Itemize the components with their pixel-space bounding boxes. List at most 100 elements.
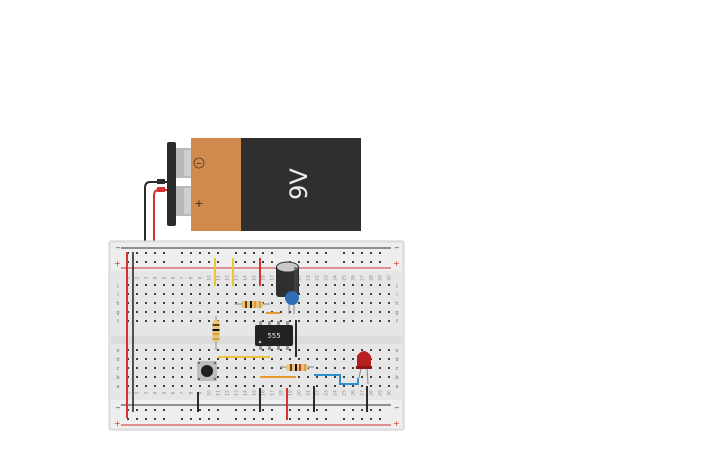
breadboard-hole[interactable] [289, 320, 291, 322]
breadboard-hole[interactable] [352, 320, 354, 322]
breadboard-hole[interactable] [199, 302, 201, 304]
breadboard-hole[interactable] [154, 358, 156, 360]
breadboard-hole[interactable] [226, 293, 228, 295]
breadboard-hole[interactable] [190, 358, 192, 360]
breadboard-hole[interactable] [352, 409, 354, 411]
breadboard-hole[interactable] [271, 367, 273, 369]
breadboard-hole[interactable] [145, 358, 147, 360]
battery-9v[interactable]: − + 9V [167, 138, 361, 231]
breadboard-hole[interactable] [325, 367, 327, 369]
breadboard-hole[interactable] [208, 261, 210, 263]
breadboard-hole[interactable] [235, 302, 237, 304]
breadboard-hole[interactable] [352, 358, 354, 360]
ic-555-timer[interactable]: 555 [255, 321, 293, 350]
breadboard-hole[interactable] [190, 409, 192, 411]
breadboard-hole[interactable] [325, 418, 327, 420]
breadboard-hole[interactable] [145, 261, 147, 263]
breadboard-hole[interactable] [325, 385, 327, 387]
breadboard-hole[interactable] [298, 261, 300, 263]
breadboard-hole[interactable] [280, 349, 282, 351]
breadboard-hole[interactable] [226, 302, 228, 304]
breadboard-hole[interactable] [181, 385, 183, 387]
breadboard-hole[interactable] [136, 311, 138, 313]
breadboard-hole[interactable] [280, 358, 282, 360]
breadboard-hole[interactable] [361, 418, 363, 420]
breadboard-hole[interactable] [307, 311, 309, 313]
breadboard-hole[interactable] [262, 349, 264, 351]
breadboard-hole[interactable] [370, 385, 372, 387]
breadboard-hole[interactable] [361, 302, 363, 304]
breadboard-hole[interactable] [190, 284, 192, 286]
breadboard-hole[interactable] [316, 358, 318, 360]
breadboard-hole[interactable] [352, 367, 354, 369]
breadboard-hole[interactable] [244, 418, 246, 420]
breadboard-hole[interactable] [145, 409, 147, 411]
breadboard-hole[interactable] [343, 418, 345, 420]
breadboard-hole[interactable] [163, 376, 165, 378]
breadboard-hole[interactable] [217, 358, 219, 360]
breadboard-hole[interactable] [199, 385, 201, 387]
breadboard-hole[interactable] [136, 367, 138, 369]
breadboard-hole[interactable] [163, 284, 165, 286]
breadboard-hole[interactable] [163, 252, 165, 254]
breadboard-hole[interactable] [289, 385, 291, 387]
breadboard-hole[interactable] [289, 311, 291, 313]
breadboard-hole[interactable] [163, 385, 165, 387]
breadboard-hole[interactable] [253, 349, 255, 351]
breadboard-hole[interactable] [235, 376, 237, 378]
breadboard-hole[interactable] [316, 376, 318, 378]
breadboard-hole[interactable] [298, 349, 300, 351]
breadboard-hole[interactable] [235, 385, 237, 387]
breadboard-hole[interactable] [190, 385, 192, 387]
breadboard-hole[interactable] [379, 376, 381, 378]
breadboard-hole[interactable] [316, 418, 318, 420]
breadboard-hole[interactable] [217, 376, 219, 378]
breadboard-hole[interactable] [172, 284, 174, 286]
resistor-horizontal-top[interactable] [235, 301, 270, 308]
breadboard-hole[interactable] [244, 311, 246, 313]
breadboard-hole[interactable] [343, 302, 345, 304]
breadboard-hole[interactable] [208, 418, 210, 420]
breadboard-hole[interactable] [379, 358, 381, 360]
breadboard-hole[interactable] [325, 284, 327, 286]
breadboard-hole[interactable] [244, 409, 246, 411]
breadboard-hole[interactable] [262, 320, 264, 322]
breadboard-hole[interactable] [379, 293, 381, 295]
breadboard-hole[interactable] [154, 302, 156, 304]
breadboard-hole[interactable] [163, 302, 165, 304]
breadboard-hole[interactable] [307, 320, 309, 322]
breadboard-hole[interactable] [370, 311, 372, 313]
breadboard-hole[interactable] [316, 302, 318, 304]
breadboard-hole[interactable] [343, 349, 345, 351]
breadboard-hole[interactable] [217, 302, 219, 304]
breadboard-hole[interactable] [136, 320, 138, 322]
breadboard-hole[interactable] [388, 385, 390, 387]
breadboard-hole[interactable] [379, 409, 381, 411]
breadboard-hole[interactable] [136, 284, 138, 286]
breadboard-hole[interactable] [145, 418, 147, 420]
breadboard-hole[interactable] [352, 284, 354, 286]
breadboard-hole[interactable] [271, 349, 273, 351]
breadboard-hole[interactable] [136, 252, 138, 254]
breadboard-hole[interactable] [262, 367, 264, 369]
breadboard-hole[interactable] [379, 311, 381, 313]
breadboard-hole[interactable] [307, 409, 309, 411]
breadboard-hole[interactable] [208, 385, 210, 387]
breadboard-hole[interactable] [343, 293, 345, 295]
breadboard-hole[interactable] [271, 302, 273, 304]
breadboard-hole[interactable] [208, 358, 210, 360]
breadboard-hole[interactable] [181, 261, 183, 263]
breadboard-hole[interactable] [235, 367, 237, 369]
breadboard-hole[interactable] [154, 252, 156, 254]
breadboard-hole[interactable] [343, 252, 345, 254]
breadboard-hole[interactable] [181, 376, 183, 378]
breadboard-hole[interactable] [253, 311, 255, 313]
breadboard-hole[interactable] [316, 284, 318, 286]
breadboard-hole[interactable] [262, 284, 264, 286]
breadboard-hole[interactable] [190, 293, 192, 295]
breadboard-hole[interactable] [343, 409, 345, 411]
breadboard-hole[interactable] [334, 293, 336, 295]
breadboard-hole[interactable] [262, 293, 264, 295]
breadboard-hole[interactable] [388, 349, 390, 351]
